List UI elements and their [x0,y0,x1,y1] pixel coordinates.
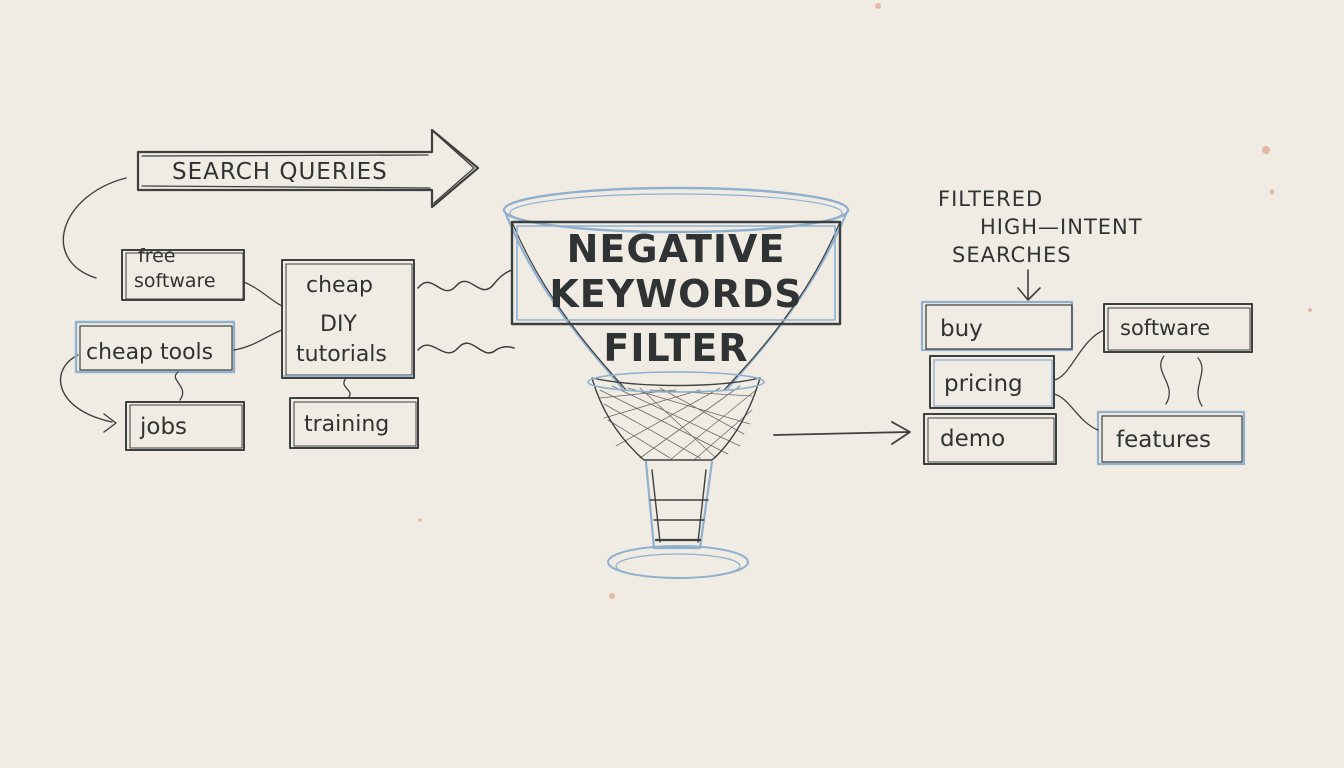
search-queries-label: SEARCH QUERIES [172,159,388,185]
box-features: features [1096,410,1246,466]
filter-title-line1: NEGATIVE [567,227,786,271]
wave-in-bottom [417,342,515,354]
filter-title-line2: KEYWORDS [549,272,802,316]
search-queries-arrow: SEARCH QUERIES [136,128,480,209]
demo-label: demo [940,426,1005,452]
caption-line1: FILTERED [938,187,1043,211]
left-lower-curve-connector [60,354,117,433]
box-buy: buy [920,300,1074,352]
caption-line2: HIGH—INTENT [980,215,1143,239]
output-arrow [773,421,911,445]
software-label: software [134,270,216,292]
box-cheap-tools: cheap tools [74,320,236,374]
features-label: features [1116,427,1211,453]
pricing-label: pricing [944,371,1023,397]
tutorials-label: tutorials [296,342,387,367]
right-cluster-connectors [1053,329,1203,431]
free-label: free [138,245,175,267]
box-software: software [1103,303,1253,353]
diy-label: DIY [320,312,357,337]
cheap-label: cheap [306,273,373,298]
output-caption: FILTERED HIGH—INTENT SEARCHES [938,187,1143,301]
software-intent-label: software [1120,316,1210,340]
cheap-tools-label: cheap tools [86,340,213,365]
buy-label: buy [940,316,983,342]
filter-title-line3: FILTER [603,326,748,370]
box-cheap-diy-tutorials: cheap DIY tutorials [281,259,415,379]
box-free-software: free software [121,245,245,301]
paper-speckles [418,3,1312,599]
box-jobs: jobs [125,401,245,451]
left-cluster-connectors [174,281,351,401]
jobs-label: jobs [139,414,187,440]
funnel: NEGATIVE KEYWORDS FILTER [502,186,850,579]
box-demo: demo [923,413,1057,465]
box-training: training [289,397,419,449]
box-pricing: pricing [929,355,1055,409]
training-label: training [304,412,389,437]
wave-in-top [417,269,513,292]
caption-line3: SEARCHES [952,243,1072,267]
left-curve-connector [62,177,127,279]
